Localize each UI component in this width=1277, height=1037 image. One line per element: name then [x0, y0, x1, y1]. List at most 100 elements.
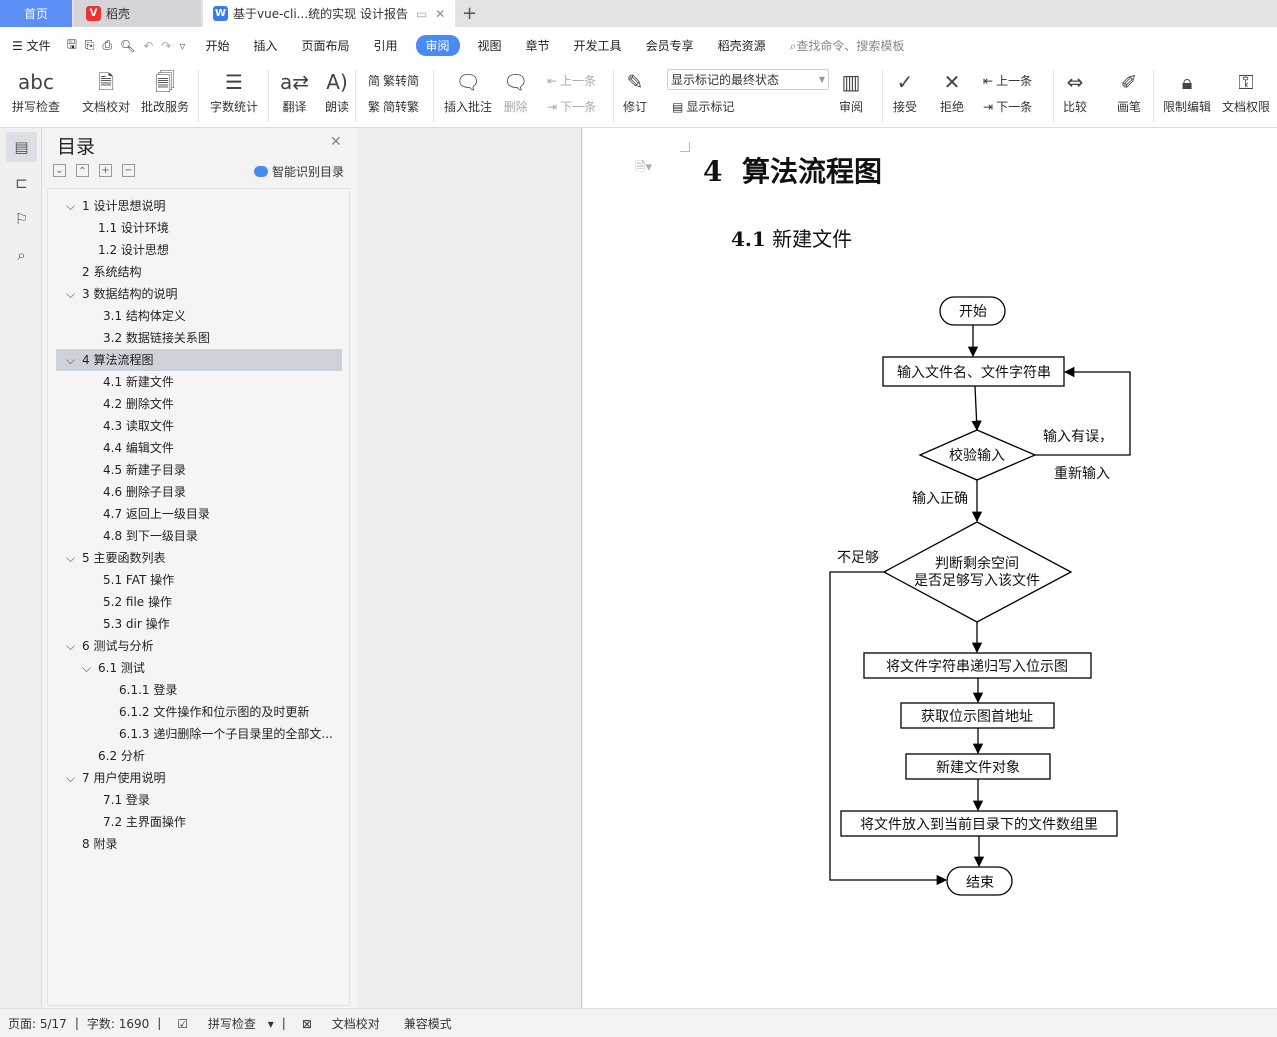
prev-comment-button[interactable]: ⇤上一条 — [547, 72, 596, 89]
chevron-down-icon[interactable]: ⌵ — [66, 771, 76, 785]
menu-view[interactable]: 视图 — [477, 39, 502, 53]
collapse-all-icon[interactable]: ⌃ — [76, 164, 89, 177]
more-icon[interactable]: ▿ — [179, 38, 186, 53]
page-indicator[interactable]: 页面: 5/17 — [8, 1016, 67, 1031]
save-icon[interactable]: 🖫 — [66, 37, 77, 51]
status-proofread[interactable]: ⊠ 文档校对 — [286, 1015, 396, 1032]
toc-item[interactable]: ⌵3 数据结构的说明 — [56, 283, 336, 305]
toc-item[interactable]: ⌵4 算法流程图 — [56, 349, 342, 371]
word-count[interactable]: 字数: 1690 — [86, 1016, 150, 1031]
read-aloud-button[interactable]: A)朗读 — [325, 66, 349, 115]
accept-button[interactable]: ✓接受 — [893, 66, 917, 115]
print-icon[interactable]: ⎙ — [102, 38, 113, 52]
toc-item[interactable]: ⌵7 用户使用说明 — [56, 767, 336, 789]
toc-item[interactable]: 3.1 结构体定义 — [56, 305, 336, 327]
word-count-button[interactable]: ☰字数统计 — [210, 66, 258, 115]
toc-item[interactable]: 4.3 读取文件 — [56, 415, 336, 437]
toc-item[interactable]: 5.1 FAT 操作 — [56, 569, 336, 591]
undo-icon[interactable]: ↶ — [143, 38, 154, 53]
paragraph-menu-icon[interactable]: 🗎▾ — [635, 160, 652, 175]
trad-to-simp-button[interactable]: 简繁转简 — [368, 72, 419, 89]
toc-item[interactable]: 6.1.3 递归删除一个子目录里的全部文... — [56, 723, 336, 745]
smart-toc-button[interactable]: 智能识别目录 — [254, 163, 344, 180]
toc-item[interactable]: 3.2 数据链接关系图 — [56, 327, 336, 349]
menu-daoke[interactable]: 稻壳资源 — [717, 39, 766, 53]
reject-button[interactable]: ✕拒绝 — [940, 66, 964, 115]
toc-item[interactable]: 6.2 分析 — [56, 745, 336, 767]
toc-item[interactable]: 6.1.2 文件操作和位示图的及时更新 — [56, 701, 336, 723]
toc-item[interactable]: 4.1 新建文件 — [56, 371, 336, 393]
restrict-edit-button[interactable]: 🔒︎限制编辑 — [1163, 66, 1211, 115]
compare-button[interactable]: ⇔比较 — [1063, 66, 1087, 115]
delete-comment-button[interactable]: 🗨删除 — [503, 66, 528, 115]
toc-icon[interactable]: ▤ — [6, 132, 37, 162]
chevron-down-icon[interactable]: ⌵ — [66, 287, 76, 301]
navigation-icon[interactable]: ⊏ — [15, 174, 28, 192]
chevron-down-icon[interactable]: ⌵ — [66, 199, 76, 213]
toc-item[interactable]: 4.5 新建子目录 — [56, 459, 336, 481]
toc-item[interactable]: 7.2 主界面操作 — [56, 811, 336, 833]
chevron-down-icon[interactable]: ⌵ — [66, 551, 76, 565]
menu-devtools[interactable]: 开发工具 — [573, 39, 622, 53]
next-change-button[interactable]: ⇥下一条 — [983, 98, 1032, 115]
toc-item[interactable]: 6.1.1 登录 — [56, 679, 336, 701]
toc-item[interactable]: 4.4 编辑文件 — [56, 437, 336, 459]
track-changes-button[interactable]: ✎修订 — [623, 66, 647, 115]
toc-item[interactable]: 4.6 删除子目录 — [56, 481, 336, 503]
pin-icon[interactable]: ▭ — [415, 6, 428, 21]
toc-item[interactable]: 5.2 file 操作 — [56, 591, 336, 613]
doc-permission-button[interactable]: ⚿文档权限 — [1222, 66, 1270, 115]
chevron-down-icon[interactable]: ⌵ — [66, 353, 76, 367]
status-spell-check[interactable]: ☑ 拼写检查 ▾ — [161, 1015, 281, 1032]
new-tab-button[interactable]: + — [462, 3, 478, 24]
export-icon[interactable]: ⎘ — [84, 38, 95, 52]
simp-to-trad-button[interactable]: 繁简转繁 — [368, 98, 419, 115]
toc-item[interactable]: ⌵1 设计思想说明 — [56, 195, 336, 217]
command-search[interactable]: ⌕查找命令、搜索模板 — [778, 37, 917, 54]
pen-button[interactable]: ✐画笔 — [1117, 66, 1141, 115]
prev-change-button[interactable]: ⇤上一条 — [983, 72, 1032, 89]
menu-start[interactable]: 开始 — [205, 39, 230, 53]
redo-icon[interactable]: ↷ — [161, 38, 172, 53]
demote-icon[interactable]: − — [122, 164, 135, 177]
menu-insert[interactable]: 插入 — [253, 39, 278, 53]
bookmark-icon[interactable]: ⚐ — [14, 210, 29, 228]
file-menu[interactable]: ☰ 文件 — [12, 39, 51, 53]
toc-item[interactable]: 4.2 删除文件 — [56, 393, 336, 415]
chevron-down-icon[interactable]: ⌵ — [66, 639, 76, 653]
correction-service-button[interactable]: 🗐批改服务 — [141, 66, 189, 115]
insert-comment-button[interactable]: 🗨插入批注 — [444, 66, 492, 115]
menu-layout[interactable]: 页面布局 — [301, 39, 350, 53]
chevron-down-icon[interactable]: ⌵ — [82, 661, 92, 675]
menu-chapter[interactable]: 章节 — [525, 39, 550, 53]
menu-review[interactable]: 审阅 — [415, 35, 460, 56]
menu-member[interactable]: 会员专享 — [645, 39, 694, 53]
toc-item[interactable]: 4.8 到下一级目录 — [56, 525, 336, 547]
toc-item[interactable]: ⌵5 主要函数列表 — [56, 547, 336, 569]
toc-item[interactable]: 5.3 dir 操作 — [56, 613, 336, 635]
toc-item[interactable]: 8 附录 — [56, 833, 336, 855]
toc-item[interactable]: 1.1 设计环境 — [56, 217, 336, 239]
toc-item[interactable]: 2 系统结构 — [56, 261, 336, 283]
expand-all-icon[interactable]: ⌄ — [53, 164, 66, 177]
search-icon[interactable]: ⌕ — [17, 246, 26, 264]
show-markup-button[interactable]: ▤显示标记 — [672, 98, 734, 115]
preview-icon[interactable]: 🔍︎ — [120, 38, 136, 53]
translate-button[interactable]: a⇄翻译 — [280, 66, 309, 115]
close-tab-icon[interactable]: ✕ — [435, 6, 446, 21]
menu-reference[interactable]: 引用 — [373, 39, 398, 53]
toc-item[interactable]: 4.7 返回上一级目录 — [56, 503, 336, 525]
review-pane-button[interactable]: ▥审阅 — [839, 66, 863, 115]
tab-home[interactable]: 首页 — [0, 0, 72, 27]
proofread-button[interactable]: 🗎文档校对 — [82, 66, 130, 115]
toc-item[interactable]: ⌵6 测试与分析 — [56, 635, 336, 657]
toc-item[interactable]: 1.2 设计思想 — [56, 239, 336, 261]
markup-select[interactable]: 显示标记的最终状态▼ — [667, 69, 829, 90]
promote-icon[interactable]: + — [99, 164, 112, 177]
next-comment-button[interactable]: ⇥下一条 — [547, 98, 596, 115]
close-icon[interactable]: ✕ — [330, 134, 342, 150]
toc-item[interactable]: ⌵6.1 测试 — [56, 657, 336, 679]
